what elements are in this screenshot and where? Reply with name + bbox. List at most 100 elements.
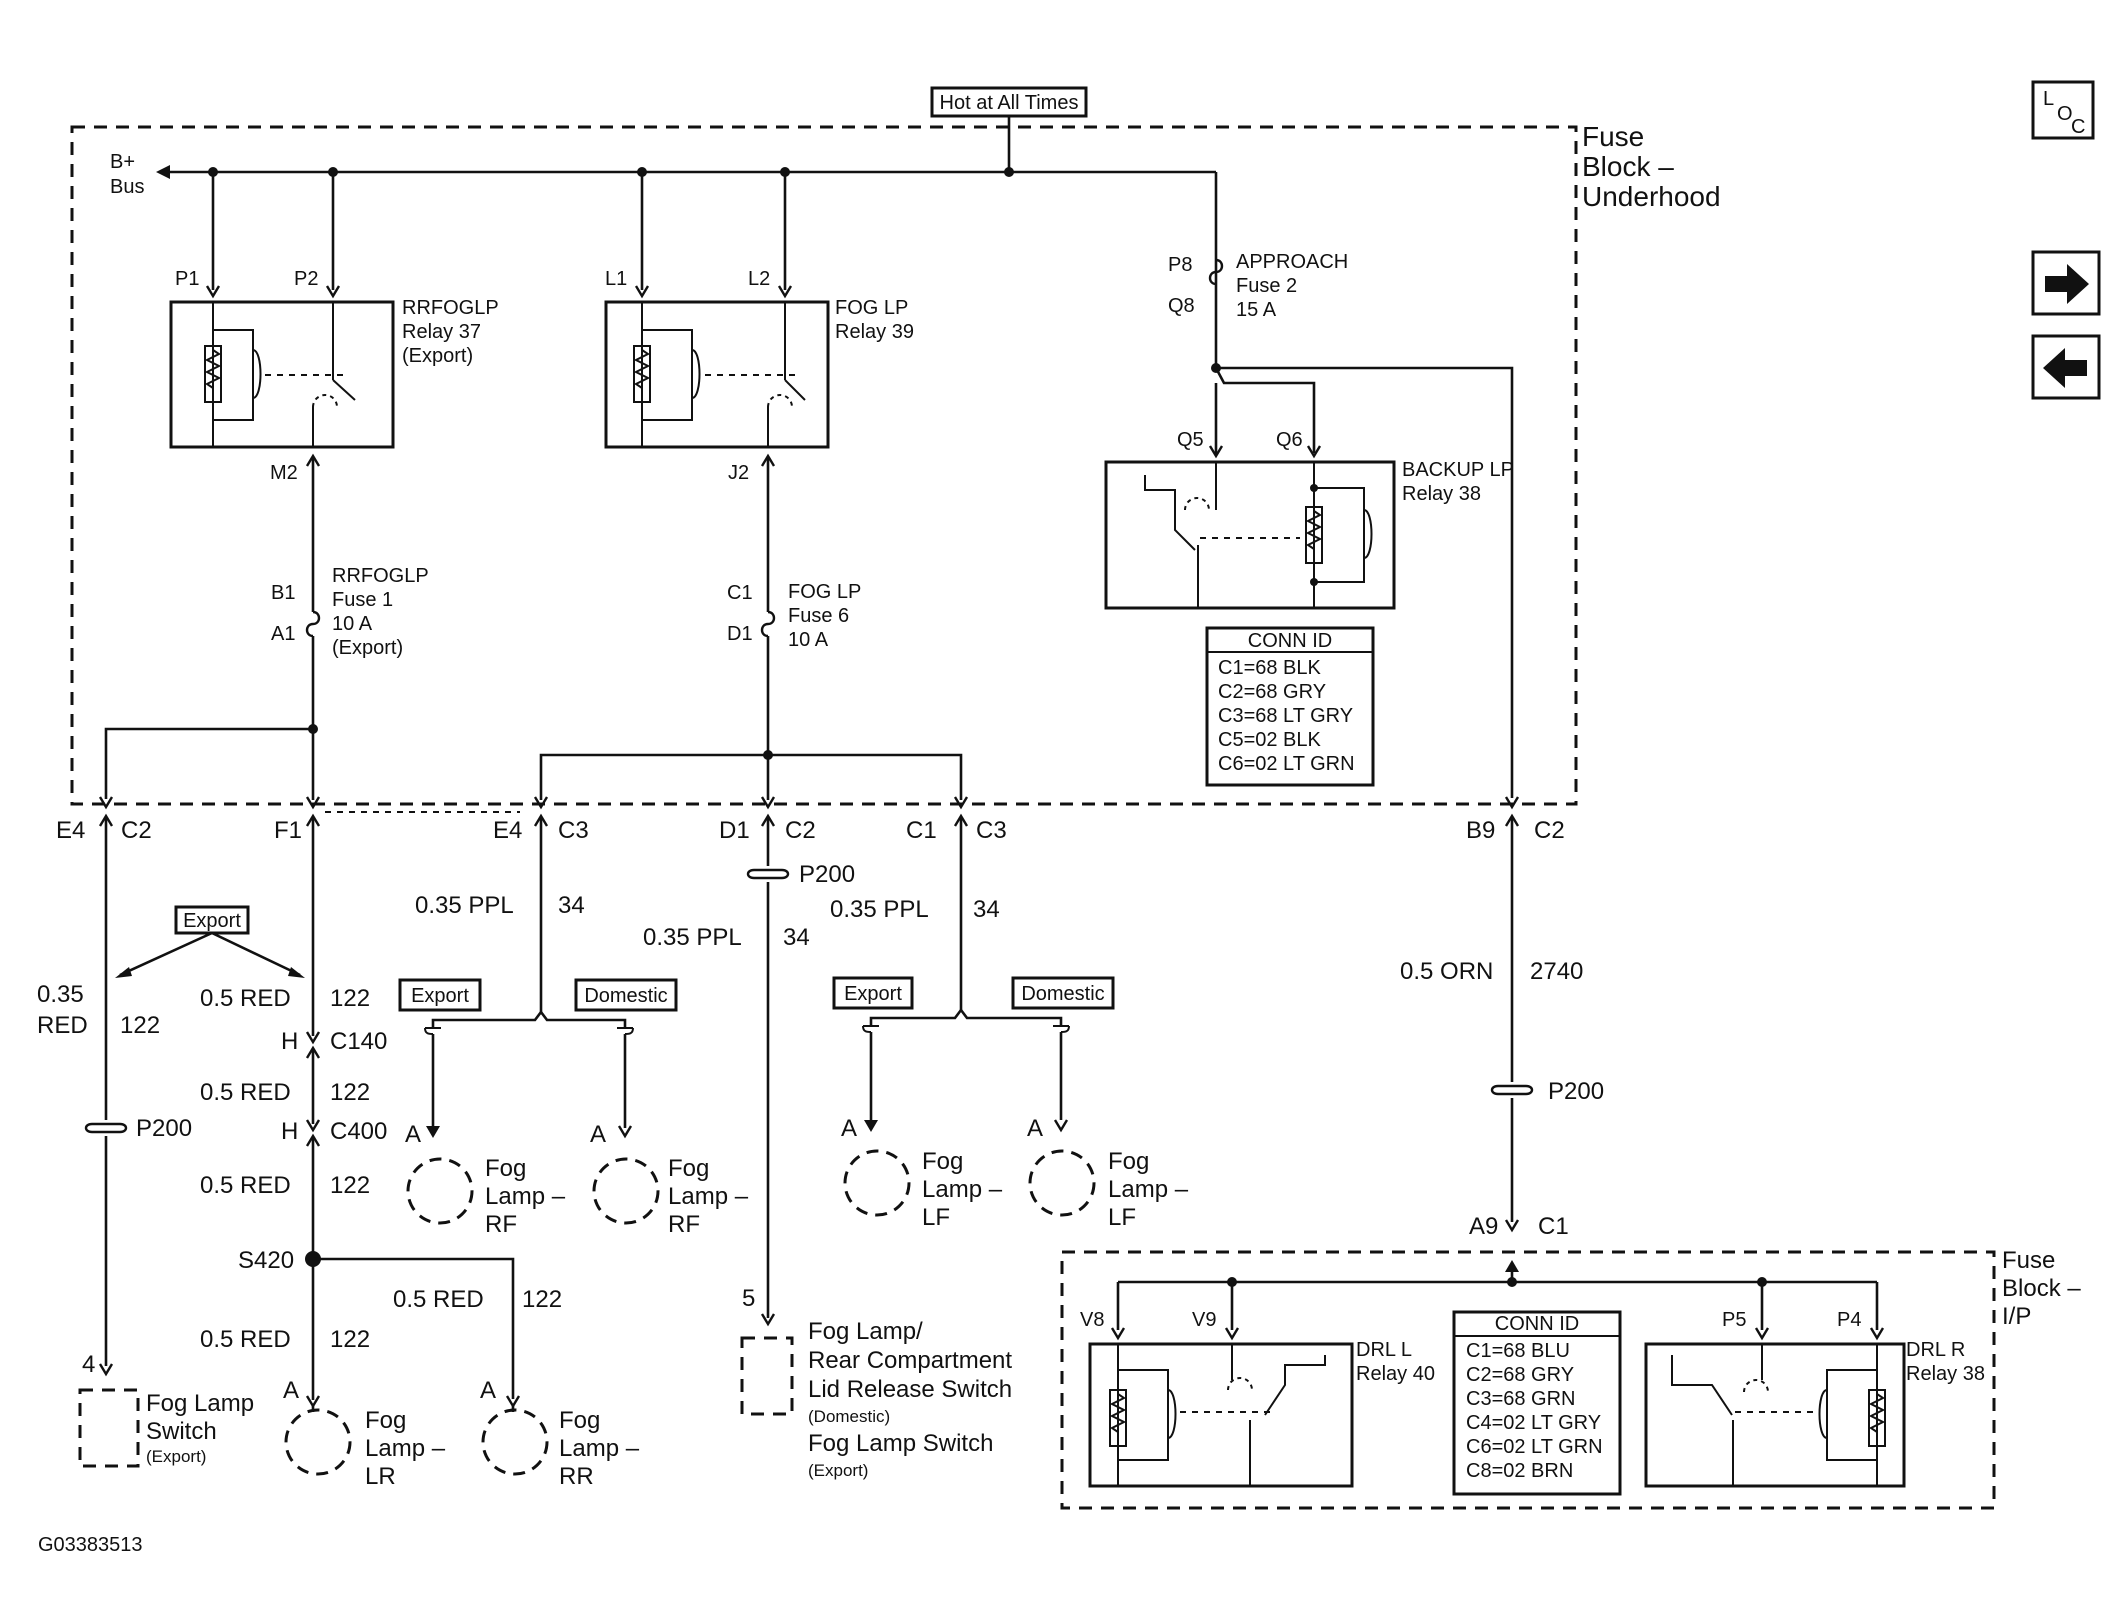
fog-lamp-switch-domestic-label: Fog Lamp/ Rear Compartment Lid Release S…: [808, 1318, 1012, 1480]
svg-text:15 A: 15 A: [1236, 299, 1277, 321]
pin-l1: L1: [605, 268, 627, 290]
svg-text:RF: RF: [668, 1211, 700, 1238]
svg-text:L: L: [2043, 88, 2054, 110]
fog-lamp-rf-domestic: [592, 1157, 660, 1225]
svg-text:Lid Release Switch: Lid Release Switch: [808, 1376, 1012, 1403]
pin-d1: D1: [727, 623, 753, 645]
svg-text:RRFOGLP: RRFOGLP: [332, 565, 429, 587]
fog-lamp-lf-export-label: Fog Lamp – LF: [922, 1148, 1003, 1231]
svg-text:DRL R: DRL R: [1906, 1339, 1965, 1361]
svg-text:Lamp –: Lamp –: [1108, 1176, 1189, 1203]
svg-text:C3=68 LT GRY: C3=68 LT GRY: [1218, 705, 1353, 727]
svg-text:C3: C3: [976, 817, 1007, 844]
fog-lamp-rr: [481, 1408, 549, 1476]
pin-v9: V9: [1192, 1309, 1216, 1331]
tag-domestic-rf-text: Domestic: [584, 985, 667, 1007]
svg-text:C2=68 GRY: C2=68 GRY: [1466, 1364, 1574, 1386]
back-arrow-icon[interactable]: [2031, 334, 2101, 400]
svg-text:LF: LF: [922, 1204, 950, 1231]
svg-text:C1: C1: [906, 817, 937, 844]
svg-text:Fog: Fog: [365, 1407, 406, 1434]
pin-c1: C1: [727, 582, 753, 604]
svg-text:(Domestic): (Domestic): [808, 1407, 890, 1426]
svg-text:RRFOGLP: RRFOGLP: [402, 297, 499, 319]
pin-j2: J2: [728, 462, 749, 484]
svg-text:Fuse: Fuse: [1582, 121, 1644, 152]
hot-at-all-times-label: Hot at All Times: [940, 92, 1079, 114]
svg-text:E4: E4: [56, 817, 85, 844]
wire-label-b9: 0.5 ORN 2740: [1400, 958, 1583, 985]
svg-text:0.35 PPL: 0.35 PPL: [830, 896, 929, 923]
svg-text:Lamp –: Lamp –: [365, 1435, 446, 1462]
pin-4: 4: [82, 1351, 95, 1378]
pin-5: 5: [742, 1285, 755, 1312]
loc-icon[interactable]: L O C: [2031, 80, 2095, 140]
svg-text:I/P: I/P: [2002, 1303, 2031, 1330]
svg-text:Lamp –: Lamp –: [559, 1435, 640, 1462]
svg-text:Relay 40: Relay 40: [1356, 1363, 1435, 1385]
svg-text:C4=02 LT GRY: C4=02 LT GRY: [1466, 1412, 1601, 1434]
svg-text:Fog Lamp/: Fog Lamp/: [808, 1318, 923, 1345]
svg-text:122: 122: [330, 985, 370, 1012]
relay-foglp-internals: [633, 302, 806, 447]
svg-text:APPROACH: APPROACH: [1236, 251, 1348, 273]
svg-text:BACKUP LP: BACKUP LP: [1402, 459, 1514, 481]
pin-a1: A1: [271, 623, 295, 645]
svg-text:0.5 RED: 0.5 RED: [200, 1172, 291, 1199]
conn-c400: C400: [330, 1118, 387, 1145]
relay-drl-r-internals: [1671, 1344, 1886, 1486]
svg-text:Lamp –: Lamp –: [668, 1183, 749, 1210]
forward-arrow-icon[interactable]: [2031, 250, 2101, 316]
fog-lamp-switch-export-label: Fog Lamp Switch (Export): [146, 1390, 254, 1466]
pin-p2: P2: [294, 268, 318, 290]
svg-text:0.5 ORN: 0.5 ORN: [1400, 958, 1493, 985]
fog-lamp-lr: [284, 1408, 352, 1476]
svg-text:RED: RED: [37, 1012, 88, 1039]
fuse-foglp-label: FOG LP Fuse 6 10 A: [788, 581, 861, 651]
fuse-block-underhood-outline: [70, 125, 1578, 806]
conn-c1-ip: C1: [1538, 1213, 1569, 1240]
p200-label-mid: P200: [799, 861, 855, 888]
svg-text:C1=68 BLK: C1=68 BLK: [1218, 657, 1322, 679]
svg-text:C1=68 BLU: C1=68 BLU: [1466, 1340, 1570, 1362]
svg-text:E4: E4: [493, 817, 522, 844]
svg-text:0.5 RED: 0.5 RED: [393, 1286, 484, 1313]
svg-text:0.5 RED: 0.5 RED: [200, 1326, 291, 1353]
fog-lamp-switch-export: [78, 1388, 140, 1468]
p200-label-right: P200: [1548, 1078, 1604, 1105]
svg-text:(Export): (Export): [808, 1461, 868, 1480]
svg-text:122: 122: [330, 1079, 370, 1106]
hot-at-all-times-box: [930, 86, 1088, 118]
svg-text:(Export): (Export): [402, 345, 473, 367]
pin-a-rf1: A: [405, 1121, 421, 1148]
pin-p5: P5: [1722, 1309, 1746, 1331]
svg-text:10 A: 10 A: [332, 613, 373, 635]
relay-drl-r: [1644, 1342, 1906, 1488]
svg-text:34: 34: [783, 924, 810, 951]
fog-lamp-lr-label: Fog Lamp – LR: [365, 1407, 446, 1490]
relay-drl-l-label: DRL L Relay 40: [1356, 1339, 1435, 1385]
fuse-rrfoglp-label: RRFOGLP Fuse 1 10 A (Export): [332, 565, 429, 659]
svg-text:122: 122: [120, 1012, 160, 1039]
svg-text:LR: LR: [365, 1463, 396, 1490]
svg-text:C8=02 BRN: C8=02 BRN: [1466, 1460, 1573, 1482]
svg-text:10 A: 10 A: [788, 629, 829, 651]
conn-id-table-underhood: CONN ID C1=68 BLK C2=68 GRY C3=68 LT GRY…: [1205, 626, 1375, 787]
tag-domestic-lf: [1011, 976, 1115, 1010]
svg-text:34: 34: [558, 892, 585, 919]
svg-text:CONN ID: CONN ID: [1248, 630, 1332, 652]
svg-text:0.35 PPL: 0.35 PPL: [643, 924, 742, 951]
fuse-block-ip-label: Fuse Block – I/P: [2002, 1247, 2081, 1330]
svg-text:Fog Lamp Switch: Fog Lamp Switch: [808, 1430, 993, 1457]
svg-text:RR: RR: [559, 1463, 594, 1490]
wire-label-f1-upper: 0.5 RED 122: [200, 985, 370, 1012]
svg-text:122: 122: [330, 1172, 370, 1199]
pin-p8: P8: [1168, 254, 1192, 276]
svg-text:Relay 38: Relay 38: [1906, 1363, 1985, 1385]
svg-text:Fog: Fog: [1108, 1148, 1149, 1175]
pin-a-rr: A: [480, 1377, 496, 1404]
svg-text:C6=02 LT GRN: C6=02 LT GRN: [1466, 1436, 1603, 1458]
svg-text:Relay 37: Relay 37: [402, 321, 481, 343]
svg-text:122: 122: [522, 1286, 562, 1313]
